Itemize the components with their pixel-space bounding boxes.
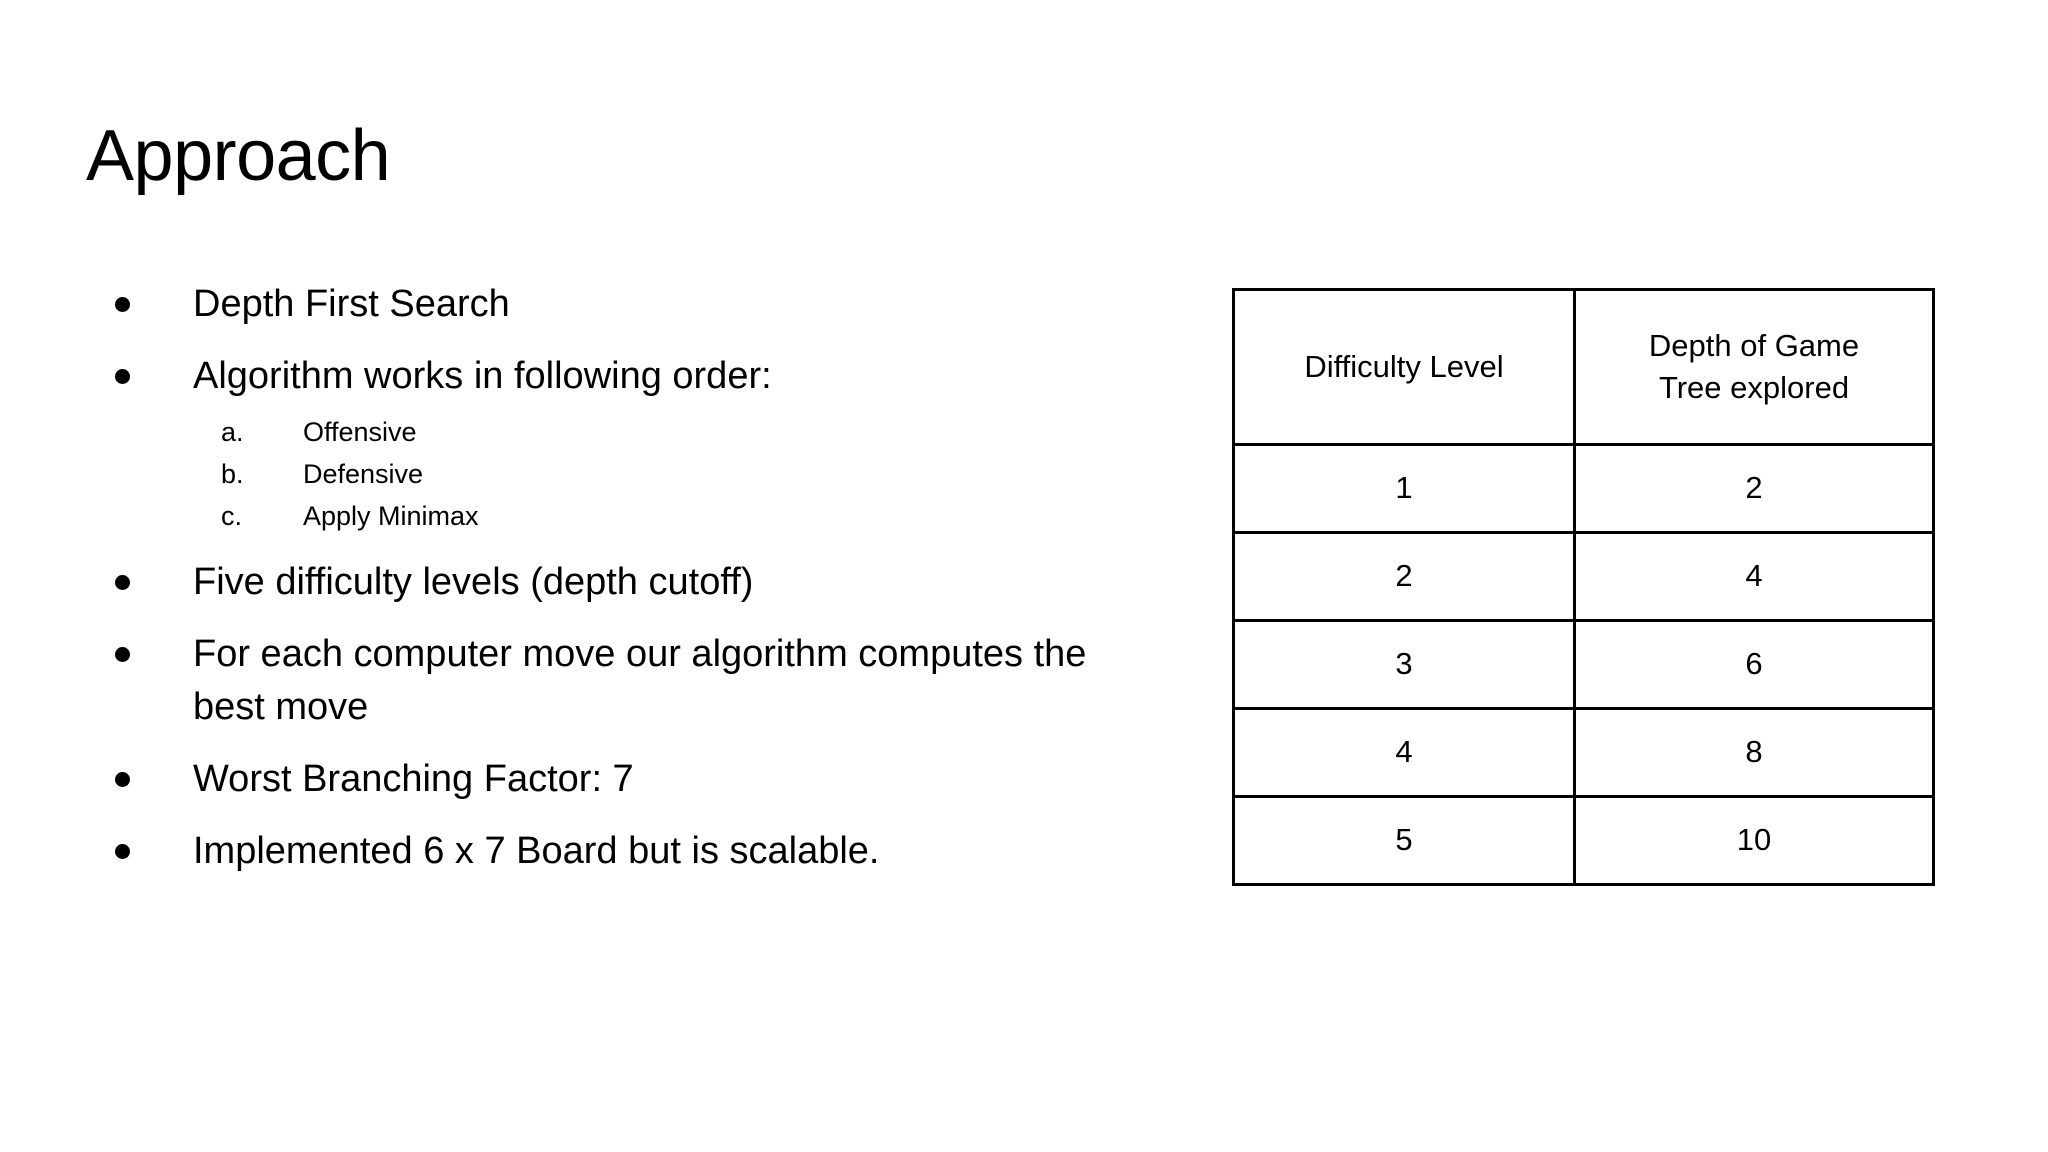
list-item-label: Five difficulty levels (depth cutoff) xyxy=(193,561,754,603)
table-cell-difficulty: 3 xyxy=(1232,619,1576,710)
list-item: Worst Branching Factor: 7 xyxy=(86,753,1166,806)
sub-list-marker: a. xyxy=(221,417,244,447)
table-cell-depth: 4 xyxy=(1573,531,1935,622)
bullet-dot-icon xyxy=(115,575,130,590)
table-header-cell-difficulty-level: Difficulty Level xyxy=(1232,288,1576,446)
table-cell-difficulty: 5 xyxy=(1232,795,1576,886)
sub-list-marker: b. xyxy=(221,459,244,489)
table-header-cell-depth-of-game-tree: Depth of Game Tree explored xyxy=(1573,288,1935,446)
list-item-label: For each computer move our algorithm com… xyxy=(193,633,1087,728)
list-item-label: Worst Branching Factor: 7 xyxy=(193,758,634,800)
difficulty-depth-table: Difficulty Level Depth of Game Tree expl… xyxy=(1232,288,1935,886)
table-row: 2 4 xyxy=(1232,531,1935,622)
sub-list-item: a. Offensive xyxy=(193,411,1166,453)
table-header-line: Difficulty Level xyxy=(1304,348,1504,384)
table-cell-depth: 10 xyxy=(1573,795,1935,886)
bullet-dot-icon xyxy=(115,297,130,312)
table-header-line: Tree explored xyxy=(1658,370,1850,405)
list-item: Algorithm works in following order: a. O… xyxy=(86,350,1166,537)
list-item: Five difficulty levels (depth cutoff) xyxy=(86,556,1166,609)
list-item: Implemented 6 x 7 Board but is scalable. xyxy=(86,825,1166,878)
difficulty-depth-table-container: Difficulty Level Depth of Game Tree expl… xyxy=(1232,288,1935,886)
list-item-label: Algorithm works in following order: xyxy=(193,355,772,397)
table-cell-difficulty: 2 xyxy=(1232,531,1576,622)
table-row: 5 10 xyxy=(1232,795,1935,886)
list-item: For each computer move our algorithm com… xyxy=(86,628,1166,734)
list-item-label: Implemented 6 x 7 Board but is scalable. xyxy=(193,830,880,872)
bullet-list: Depth First Search Algorithm works in fo… xyxy=(86,278,1166,897)
table-cell-difficulty: 4 xyxy=(1232,707,1576,798)
table-row: 3 6 xyxy=(1232,619,1935,710)
table-row: 1 2 xyxy=(1232,443,1935,534)
table-cell-depth: 6 xyxy=(1573,619,1935,710)
table-header: Difficulty Level Depth of Game Tree expl… xyxy=(1232,288,1935,446)
sub-list-item-label: Defensive xyxy=(303,459,424,489)
table-cell-depth: 2 xyxy=(1573,443,1935,534)
bullet-dot-icon xyxy=(115,844,130,859)
table-cell-depth: 8 xyxy=(1573,707,1935,798)
bullet-dot-icon xyxy=(115,647,130,662)
sub-list-item-label: Apply Minimax xyxy=(303,501,479,531)
sub-list-item-label: Offensive xyxy=(303,417,417,447)
sub-list-marker: c. xyxy=(221,501,243,531)
bullet-dot-icon xyxy=(115,369,130,384)
table-cell-difficulty: 1 xyxy=(1232,443,1576,534)
bullet-dot-icon xyxy=(115,772,130,787)
page-title: Approach xyxy=(86,116,391,196)
sub-list-item: c. Apply Minimax xyxy=(193,495,1166,537)
table-body: 1 2 2 4 3 6 4 8 5 10 xyxy=(1232,443,1935,886)
list-item: Depth First Search xyxy=(86,278,1166,331)
table-row: 4 8 xyxy=(1232,707,1935,798)
list-item-label: Depth First Search xyxy=(193,283,510,325)
table-header-row: Difficulty Level Depth of Game Tree expl… xyxy=(1232,288,1935,446)
table-header-line: Depth of Game xyxy=(1648,327,1860,363)
sub-list: a. Offensive b. Defensive c. Apply Minim… xyxy=(193,411,1166,537)
sub-list-item: b. Defensive xyxy=(193,453,1166,495)
